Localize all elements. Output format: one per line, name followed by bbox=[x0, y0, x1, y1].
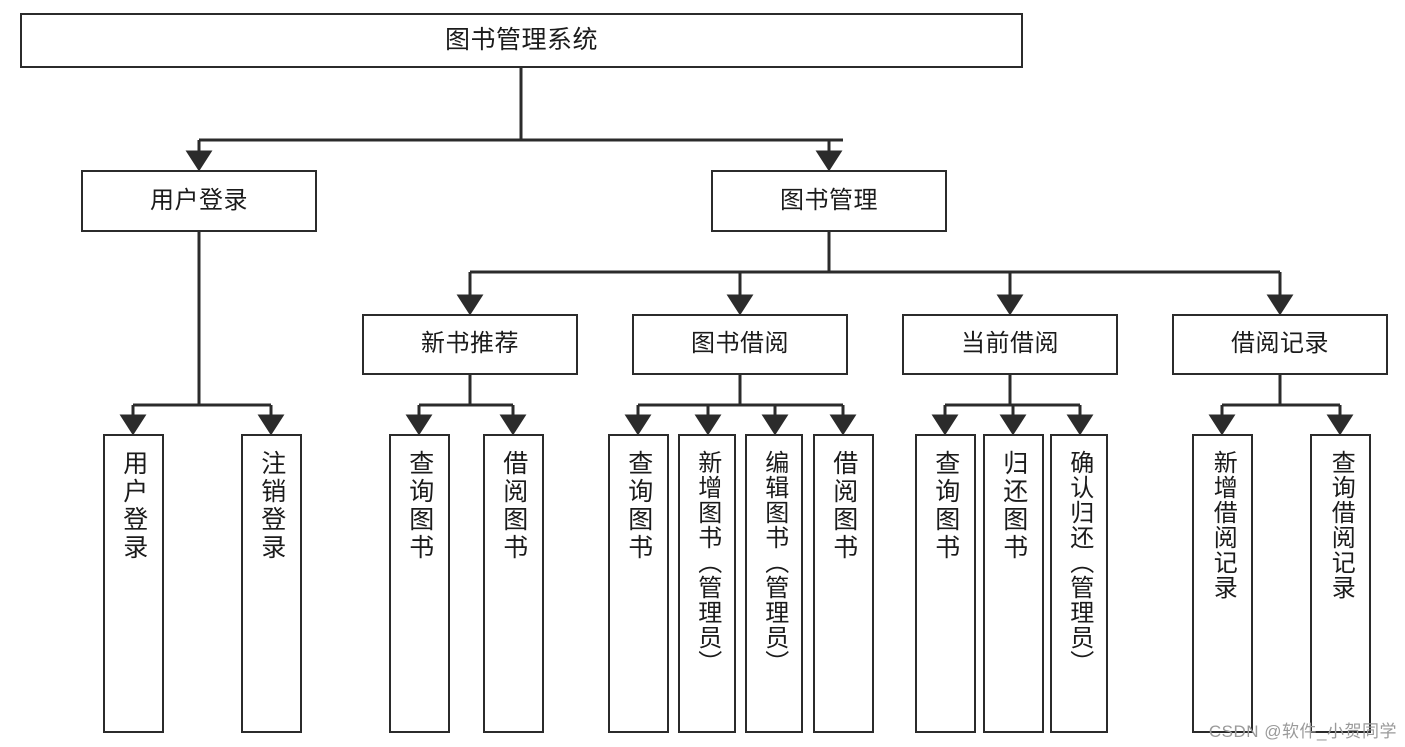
node-leaf-query-book-3[interactable]: 查询图书 bbox=[915, 434, 976, 733]
node-leaf-user-login[interactable]: 用户登录 bbox=[103, 434, 164, 733]
node-label: 用户登录 bbox=[150, 186, 248, 214]
node-leaf-query-book-2[interactable]: 查询图书 bbox=[608, 434, 669, 733]
node-label: 注销登录 bbox=[257, 450, 286, 562]
node-new-book-recommend[interactable]: 新书推荐 bbox=[362, 314, 578, 375]
node-label: 新书推荐 bbox=[421, 330, 519, 358]
node-leaf-logout-login[interactable]: 注销登录 bbox=[241, 434, 302, 733]
node-book-manage[interactable]: 图书管理 bbox=[711, 170, 947, 232]
node-user-login[interactable]: 用户登录 bbox=[81, 170, 317, 232]
node-leaf-borrow-book-1[interactable]: 借阅图书 bbox=[483, 434, 544, 733]
node-label: 用户登录 bbox=[119, 450, 148, 562]
node-label: 借阅图书 bbox=[829, 450, 858, 562]
node-leaf-query-book-1[interactable]: 查询图书 bbox=[389, 434, 450, 733]
node-leaf-add-book[interactable]: 新增图书（管理员） bbox=[678, 434, 736, 733]
node-label: 归还图书 bbox=[999, 450, 1028, 562]
node-label: 借阅图书 bbox=[499, 450, 528, 562]
node-label: 查询借阅记录 bbox=[1327, 450, 1355, 600]
node-label: 查询图书 bbox=[405, 450, 434, 562]
node-label: 编辑图书（管理员） bbox=[760, 450, 788, 675]
node-leaf-edit-book[interactable]: 编辑图书（管理员） bbox=[745, 434, 803, 733]
node-current-borrow[interactable]: 当前借阅 bbox=[902, 314, 1118, 375]
node-leaf-add-record[interactable]: 新增借阅记录 bbox=[1192, 434, 1253, 733]
node-leaf-confirm-return[interactable]: 确认归还（管理员） bbox=[1050, 434, 1108, 733]
node-label: 图书借阅 bbox=[691, 330, 789, 358]
node-leaf-borrow-book-2[interactable]: 借阅图书 bbox=[813, 434, 874, 733]
node-leaf-return-book[interactable]: 归还图书 bbox=[983, 434, 1044, 733]
node-label: 新增借阅记录 bbox=[1209, 450, 1237, 600]
node-leaf-query-record[interactable]: 查询借阅记录 bbox=[1310, 434, 1371, 733]
node-label: 图书管理系统 bbox=[444, 25, 598, 54]
node-label: 查询图书 bbox=[931, 450, 960, 562]
node-borrow-record[interactable]: 借阅记录 bbox=[1172, 314, 1388, 375]
node-label: 确认归还（管理员） bbox=[1065, 450, 1093, 675]
node-book-borrow[interactable]: 图书借阅 bbox=[632, 314, 848, 375]
node-label: 图书管理 bbox=[780, 186, 878, 214]
node-label: 查询图书 bbox=[624, 450, 653, 562]
node-label: 新增图书（管理员） bbox=[693, 450, 721, 675]
node-label: 当前借阅 bbox=[961, 330, 1059, 358]
csdn-watermark: CSDN @软件_小贺同学 bbox=[1208, 722, 1397, 741]
node-root-system[interactable]: 图书管理系统 bbox=[20, 13, 1023, 68]
node-label: 借阅记录 bbox=[1231, 330, 1329, 358]
